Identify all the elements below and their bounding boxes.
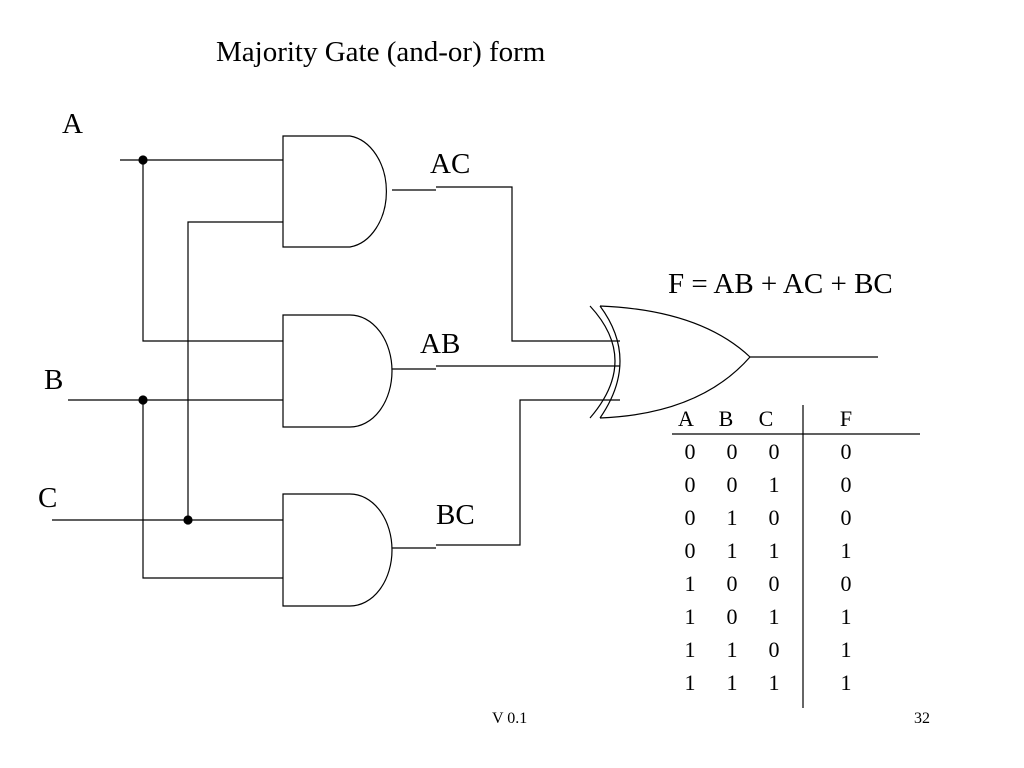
input-label-c: C: [38, 482, 58, 514]
truth-table-cell: 0: [726, 604, 738, 629]
truth-table-cell: 0: [840, 571, 852, 596]
truth-table-cell: 0: [726, 439, 738, 464]
or-gate: [589, 305, 751, 419]
truth-table-cell: 0: [840, 472, 852, 497]
footer-version: V 0.1: [492, 710, 528, 727]
slide-title: Majority Gate (and-or) form: [216, 36, 546, 68]
truth-table-cell: 0: [726, 571, 738, 596]
truth-table-cell: 0: [684, 505, 696, 530]
truth-table-cell: 0: [768, 571, 780, 596]
truth-table-cell: 0: [768, 505, 780, 530]
truth-table-cell: 1: [768, 538, 780, 563]
truth-table-cell: 0: [840, 439, 852, 464]
truth-table-header: B: [718, 406, 734, 431]
truth-table-cell: 0: [768, 637, 780, 662]
truth-table-cell: 0: [840, 505, 852, 530]
truth-table-cell: 0: [726, 472, 738, 497]
page-number: 32: [914, 710, 930, 727]
truth-table-header: C: [758, 406, 774, 431]
gate-output-label-ab: AB: [420, 328, 461, 360]
truth-table-cell: 1: [840, 670, 852, 695]
truth-table-cell: 1: [684, 571, 696, 596]
truth-table-header: F: [839, 406, 853, 431]
wire-ac-output: [392, 186, 620, 342]
truth-table-cell: 1: [768, 604, 780, 629]
truth-table-cell: 1: [684, 670, 696, 695]
truth-table-cell: 1: [840, 637, 852, 662]
truth-table-cell: 1: [840, 538, 852, 563]
truth-table-cell: 1: [726, 505, 738, 530]
gate-output-label-bc: BC: [436, 499, 475, 531]
truth-table-cell: 0: [684, 538, 696, 563]
truth-table-header: A: [678, 406, 694, 431]
truth-table-cell: 0: [768, 439, 780, 464]
truth-table-cell: 1: [684, 637, 696, 662]
truth-table-cell: 1: [840, 604, 852, 629]
and-gate-ac: [282, 135, 387, 248]
truth-table-cell: 0: [684, 472, 696, 497]
input-label-b: B: [44, 364, 64, 396]
wire-a-to-and-ab: [142, 160, 283, 342]
wire-b-to-and-bc: [142, 400, 283, 579]
truth-table-cell: 0: [684, 439, 696, 464]
truth-table-cell: 1: [768, 670, 780, 695]
wire-bc-output: [392, 399, 620, 549]
wire-ab-output: [392, 365, 620, 370]
wire-c-to-and-ac: [187, 221, 283, 520]
input-label-a: A: [62, 108, 83, 140]
gate-output-label-ac: AC: [430, 148, 471, 180]
truth-table-cell: 1: [726, 670, 738, 695]
truth-table-cell: 1: [684, 604, 696, 629]
boolean-equation: F = AB + AC + BC: [668, 268, 893, 300]
and-gate-ab: [282, 314, 393, 428]
truth-table-cell: 1: [726, 637, 738, 662]
and-gate-bc: [282, 493, 393, 607]
truth-table-cell: 1: [726, 538, 738, 563]
truth-table-cell: 1: [768, 472, 780, 497]
